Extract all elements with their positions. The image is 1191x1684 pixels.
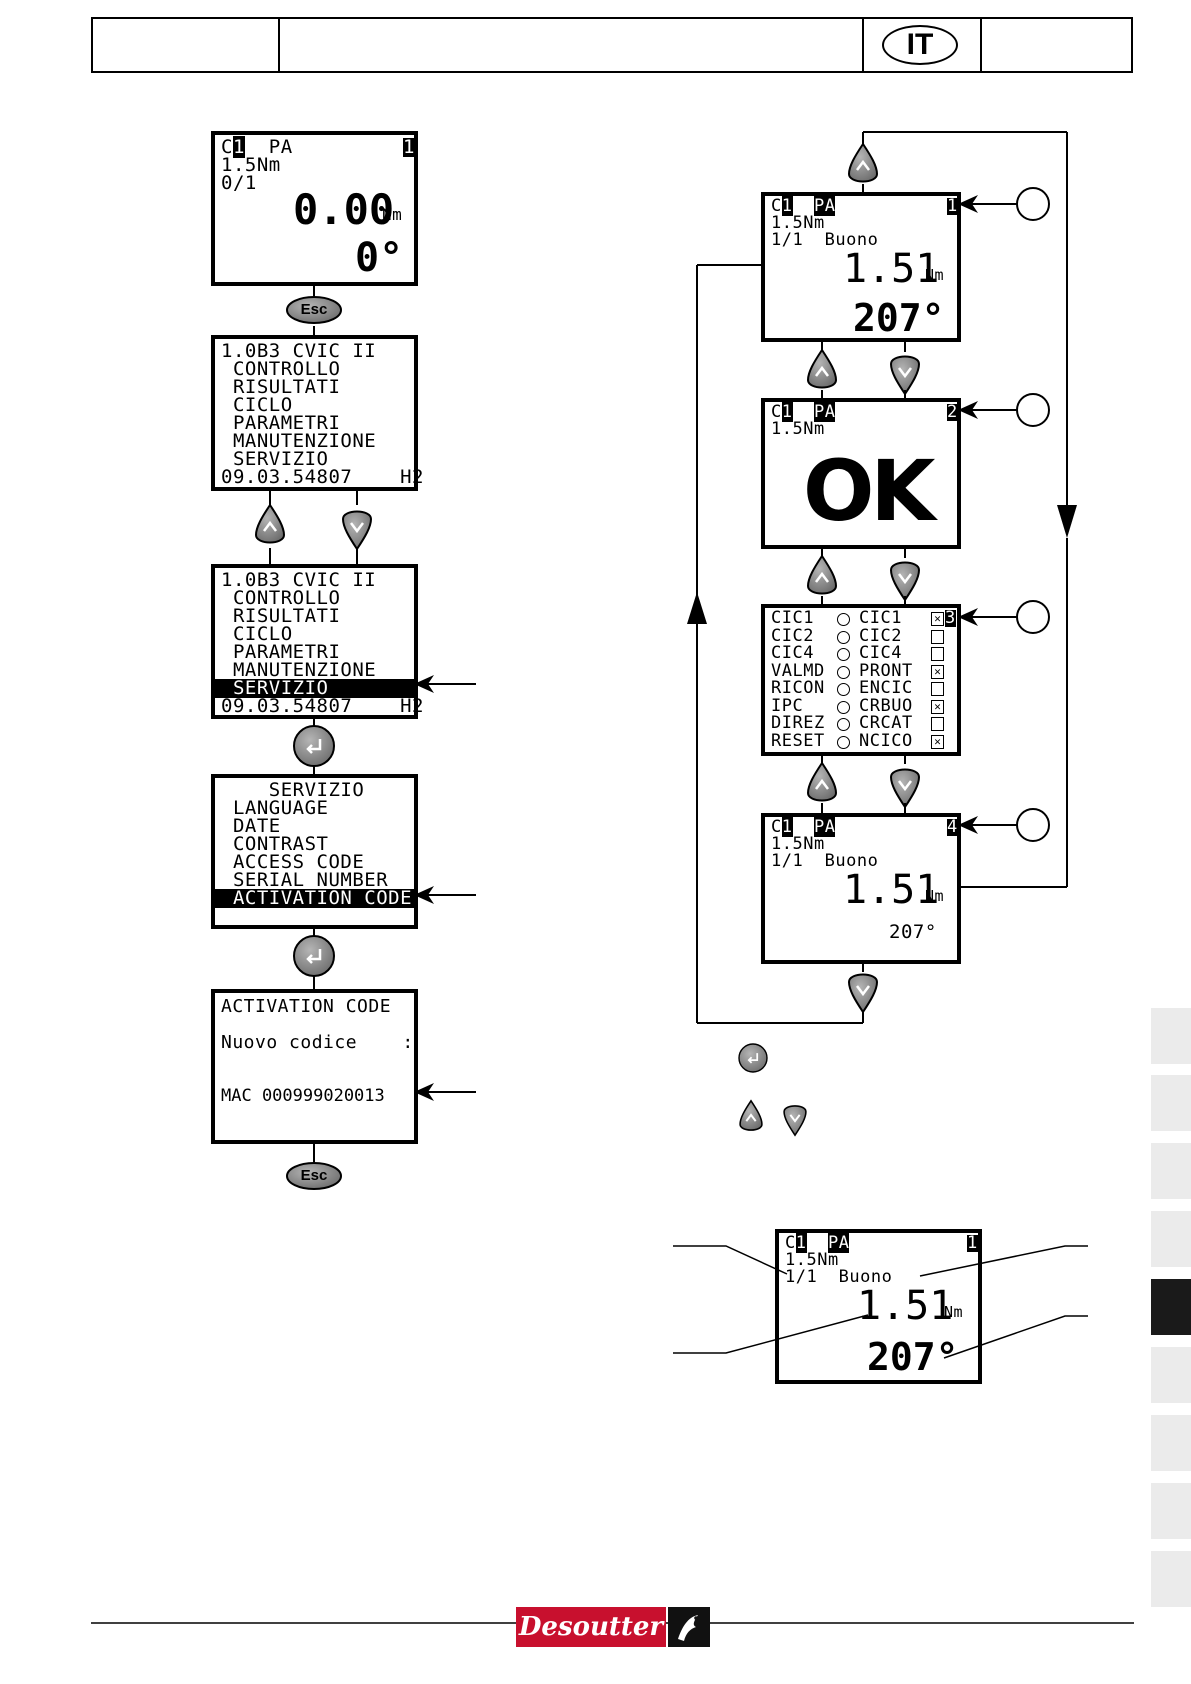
circle-indicator-icon (837, 630, 850, 644)
side-tab[interactable] (1151, 1211, 1191, 1267)
flag-label-right: CIC2 (859, 625, 902, 646)
flag-label-right: ENCIC (859, 678, 913, 698)
flag-label-right: CRBUO (859, 695, 913, 716)
flag-label-right: CIC4 (859, 643, 902, 663)
selected-servizio-item: ACTIVATION CODE (215, 889, 414, 908)
checked-box-icon: ✕ (931, 734, 944, 749)
side-tab-active[interactable] (1151, 1279, 1191, 1335)
enter-button[interactable] (294, 726, 334, 766)
checked-box-icon: ✕ (931, 699, 944, 714)
flag-label-left: RESET (771, 730, 825, 751)
circle-indicator-icon (837, 700, 850, 714)
checkbox-icon (931, 629, 944, 644)
side-tab[interactable] (1151, 1008, 1191, 1064)
down-button[interactable] (342, 505, 372, 549)
flag-label-right: PRONT (859, 660, 913, 681)
side-tab[interactable] (1151, 1415, 1191, 1471)
flag-label-left: IPC (771, 695, 804, 716)
flag-label-left: VALMD (771, 660, 825, 681)
flag-label-left: CIC4 (771, 643, 814, 663)
circle-indicator-icon (837, 735, 850, 749)
side-tab[interactable] (1151, 1075, 1191, 1131)
circle-indicator-icon (837, 718, 850, 731)
main-screen: C1 PA 1 1.5Nm 0/1 0.00 Nm 0° (211, 131, 418, 286)
checked-box-icon: ✕ (931, 612, 944, 626)
desoutter-logo: Desoutter (516, 1607, 710, 1647)
result-screen-4: C1 PA 4 1.5Nm 1/1 Buono 1.51 Nm 207° (761, 813, 961, 964)
side-tab[interactable] (1151, 1347, 1191, 1403)
menu-screen-servizio-selected: 1.0B3 CVIC II CONTROLLO RISULTATI CICLO … (211, 564, 423, 719)
servizio-screen: SERVIZIO LANGUAGE DATE CONTRAST ACCESS C… (211, 774, 418, 929)
circle-indicator-icon (837, 665, 850, 679)
circle-indicator-icon (837, 683, 850, 696)
menu-screen: 1.0B3 CVIC II CONTROLLO RISULTATI CICLO … (211, 335, 423, 491)
bird-logo-icon (668, 1607, 710, 1647)
checkbox-icon (931, 647, 944, 661)
checkbox-icon (931, 717, 944, 731)
ok-screen: C1 PA 2 1.5Nm OK (761, 398, 961, 549)
circle-indicator-icon (837, 613, 850, 626)
flag-label-left: RICON (771, 678, 825, 698)
example-result-screen: C1 PA 1 1.5Nm 1/1 Buono 1.51 Nm 207° (775, 1229, 982, 1384)
flag-label-left: DIREZ (771, 713, 825, 733)
flag-label-left: CIC1 (771, 608, 814, 628)
checked-box-icon: ✕ (931, 664, 944, 679)
flag-label-left: CIC2 (771, 625, 814, 646)
language-badge: IT (882, 25, 958, 65)
side-tab[interactable] (1151, 1551, 1191, 1607)
checkbox-icon (931, 682, 944, 696)
activation-code-screen: ACTIVATION CODE Nuovo codice : MAC 00099… (211, 989, 418, 1144)
page-header (91, 17, 1133, 73)
side-tab[interactable] (1151, 1483, 1191, 1539)
esc-button[interactable]: Esc (300, 1167, 328, 1184)
selected-menu-item: SERVIZIO (215, 679, 414, 698)
side-tab[interactable] (1151, 1143, 1191, 1199)
esc-button[interactable]: Esc (300, 301, 328, 318)
up-button[interactable] (255, 505, 285, 549)
flag-label-right: CRCAT (859, 713, 913, 733)
result-screen-1: C1 PA 1 1.5Nm 1/1 Buono 1.51 Nm 207° (761, 192, 961, 342)
flag-label-right: NCICO (859, 730, 913, 751)
flag-label-right: CIC1 (859, 608, 902, 628)
enter-button[interactable] (294, 936, 334, 976)
brand-name: Desoutter (516, 1607, 666, 1647)
circle-indicator-icon (837, 648, 850, 661)
